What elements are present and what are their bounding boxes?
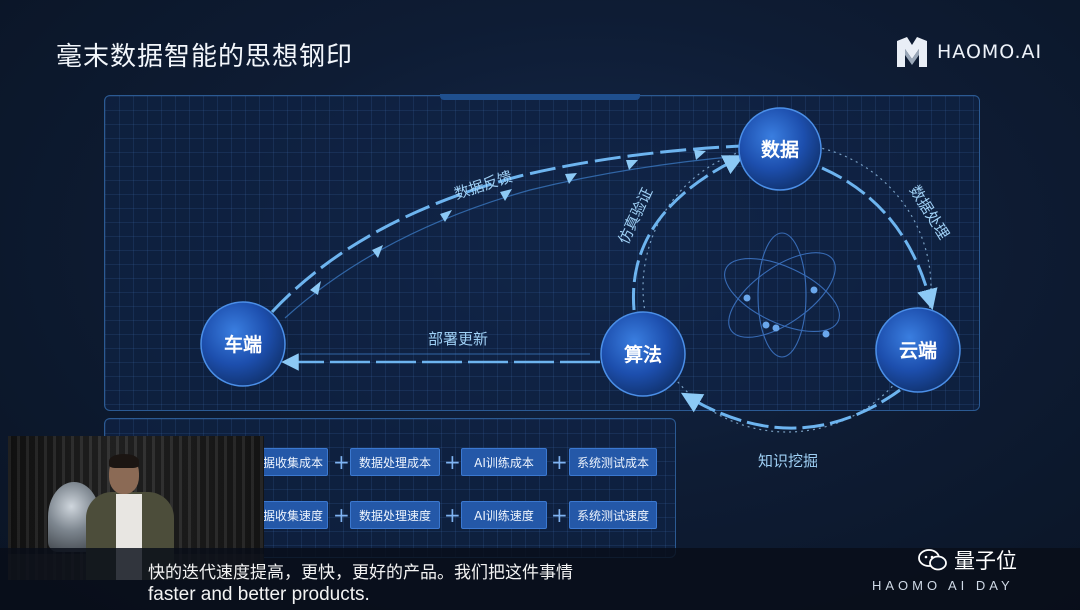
speed-box: 系统测试速度 <box>569 501 657 529</box>
plus-icon: + <box>444 503 461 527</box>
node-algorithm-label: 算法 <box>624 343 662 366</box>
plus-icon: + <box>333 450 350 474</box>
haomo-logo-icon <box>897 37 927 67</box>
plus-icon: + <box>333 503 350 527</box>
presenter-hair <box>109 454 139 468</box>
node-data-label: 数据 <box>761 138 799 161</box>
speed-box: AI训练速度 <box>461 501 547 529</box>
channel-watermark: 量子位 <box>918 545 1017 575</box>
feedback-arrowheads <box>310 150 706 295</box>
plus-icon: + <box>444 450 461 474</box>
speed-box: 数据处理速度 <box>350 501 440 529</box>
slide-title: 毫末数据智能的思想钢印 <box>56 42 354 72</box>
label-simulation-verification: 仿真验证 <box>615 185 657 247</box>
node-cloud-label: 云端 <box>899 339 937 362</box>
subtitle-english: faster and better products. <box>148 584 370 605</box>
wechat-icon <box>918 549 947 571</box>
subtitle-chinese: 快的迭代速度提高，更快，更好的产品。我们把这件事情 <box>148 563 573 583</box>
cost-box: 数据处理成本 <box>350 448 440 476</box>
atom-dot <box>810 286 818 294</box>
cost-box: AI训练成本 <box>461 448 547 476</box>
node-algorithm[interactable]: 算法 <box>600 311 686 397</box>
panel-tab-decoration <box>440 94 640 100</box>
atom-icon <box>724 232 840 358</box>
channel-name: 量子位 <box>954 549 1017 573</box>
atom-dot <box>743 294 751 302</box>
speed-box: 据收集速度 <box>258 501 328 529</box>
atom-dot <box>822 330 830 338</box>
edge-data-processing <box>821 166 938 311</box>
plus-icon: + <box>551 503 568 527</box>
haomo-logo: HAOMO.AI <box>895 36 1042 68</box>
cost-box: 系统测试成本 <box>569 448 657 476</box>
atom-dot <box>772 324 780 332</box>
node-vehicle[interactable]: 车端 <box>200 301 286 387</box>
node-cloud[interactable]: 云端 <box>875 307 961 393</box>
edge-data-feedback-inner <box>284 155 741 319</box>
brand-name: HAOMO.AI <box>937 41 1043 63</box>
label-deploy-update: 部署更新 <box>428 330 488 348</box>
atom-dot <box>762 321 770 329</box>
subtitle-bar <box>0 548 1080 610</box>
node-vehicle-label: 车端 <box>224 333 262 356</box>
label-knowledge-mining: 知识挖掘 <box>758 452 818 470</box>
edge-simulation-verification <box>631 155 745 311</box>
node-data[interactable]: 数据 <box>738 107 822 191</box>
plus-icon: + <box>551 450 568 474</box>
edge-data-feedback <box>270 144 743 314</box>
edge-knowledge-mining <box>680 388 901 430</box>
event-name: HAOMO AI DAY <box>872 578 1014 593</box>
cost-box: 据收集成本 <box>258 448 328 476</box>
label-data-processing: 数据处理 <box>906 182 953 242</box>
